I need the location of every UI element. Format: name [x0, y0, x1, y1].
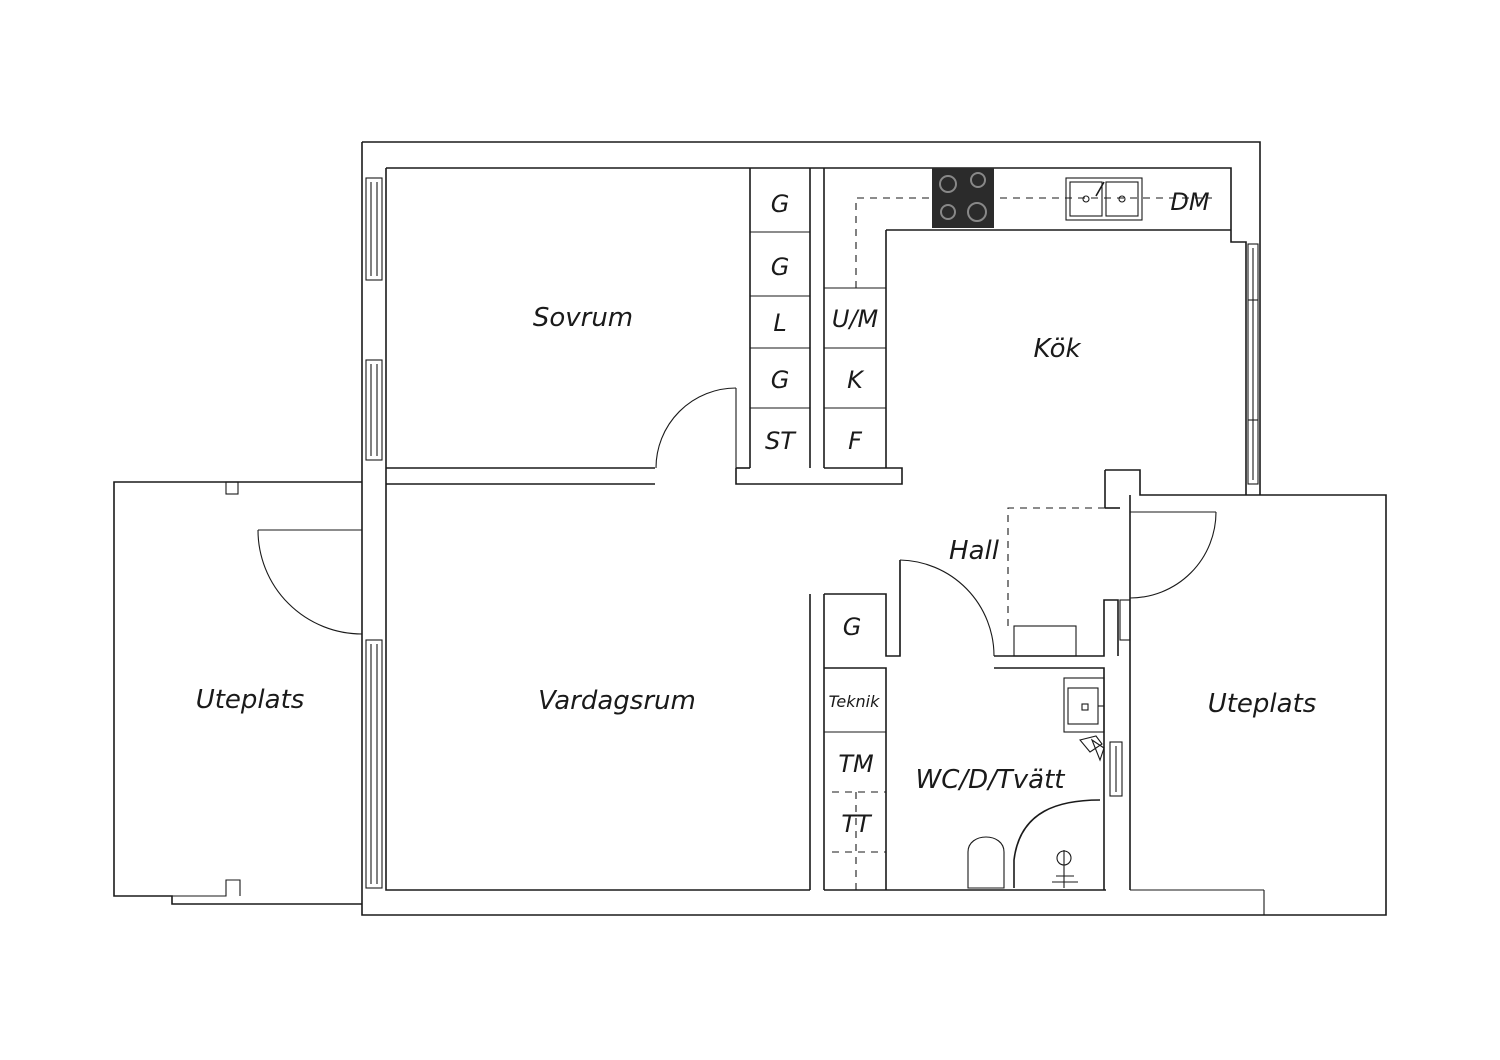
room-label-kok: Kök — [1033, 334, 1081, 364]
interior-walls — [386, 168, 1387, 916]
freezer-label: F — [848, 427, 863, 455]
wardrobe-label: G — [771, 253, 790, 281]
window-left-middle — [365, 359, 383, 461]
kitchen-upper-cabinets — [855, 197, 1212, 288]
washbasin-icon — [1063, 677, 1105, 733]
window-left-upper — [365, 177, 383, 281]
laundry-cabinets — [824, 731, 886, 890]
hall-closet-label: G — [843, 613, 862, 641]
door-terrace-left — [257, 529, 363, 635]
toilet-icon — [967, 836, 1005, 889]
room-label-vardagsrum: Vardagsrum — [538, 686, 696, 716]
dryer-label: TT — [841, 810, 873, 838]
oven-microwave-label: U/M — [832, 305, 879, 333]
door-entrance — [1129, 511, 1217, 599]
kitchen-cabinets — [824, 287, 886, 409]
bedroom-wardrobes — [750, 231, 810, 409]
washing-machine-label: TM — [838, 750, 874, 778]
window-kitchen-right — [1247, 243, 1259, 485]
linen-cabinet-label: L — [773, 309, 786, 337]
wardrobe-label: G — [771, 366, 790, 394]
cleaning-cabinet-label: ST — [765, 427, 797, 455]
room-label-hall: Hall — [949, 536, 1000, 566]
technical-cabinet-label: Teknik — [829, 692, 880, 711]
room-label-uteplats-right: Uteplats — [1208, 689, 1317, 719]
hall-wardrobe-outline — [1007, 507, 1105, 657]
door-bedroom — [655, 387, 737, 469]
room-label-uteplats-left: Uteplats — [196, 685, 305, 715]
door-wc — [899, 559, 995, 657]
terrace-right — [1130, 889, 1265, 915]
kitchen-sink-icon — [1065, 177, 1143, 221]
floor-drain-icon — [1052, 850, 1078, 888]
room-label-wc: WC/D/Tvätt — [916, 765, 1066, 795]
outer-walls — [361, 141, 1264, 916]
window-left-lower — [365, 639, 383, 889]
window-hall-right — [1119, 599, 1131, 641]
terrace-left — [113, 481, 362, 905]
dishwasher-label: DM — [1170, 188, 1209, 216]
room-label-sovrum: Sovrum — [533, 303, 633, 333]
fridge-label: K — [847, 366, 865, 394]
stove-icon — [932, 168, 994, 228]
shower-icon — [1013, 735, 1105, 888]
window-wc — [1109, 741, 1123, 797]
wardrobe-label: G — [771, 190, 790, 218]
